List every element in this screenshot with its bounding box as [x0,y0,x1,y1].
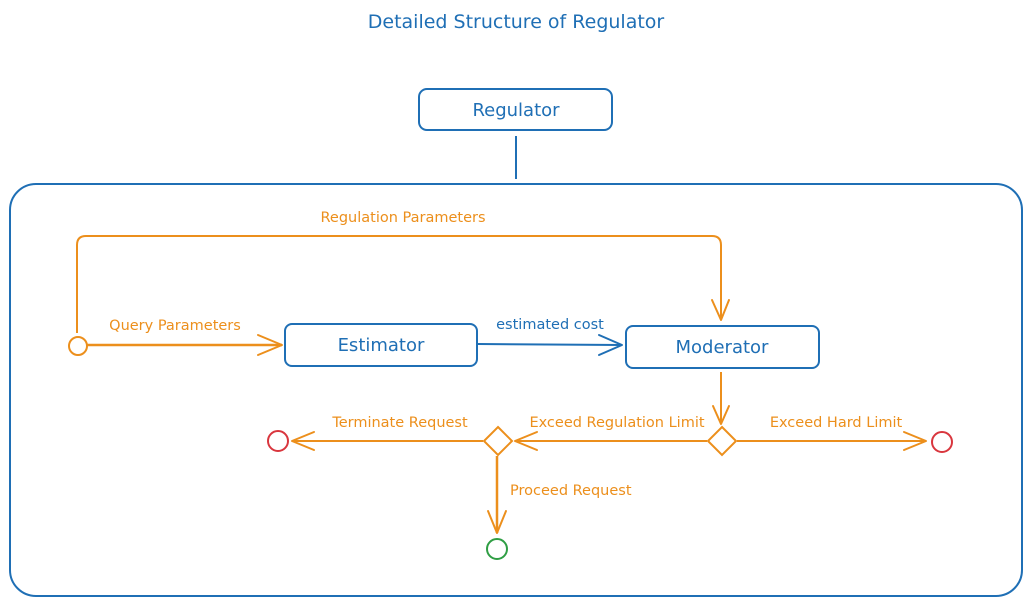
terminate-end-node [267,430,289,452]
regulation-parameters-label: Regulation Parameters [320,210,485,226]
moderator-label: Moderator [676,337,770,358]
regulator-label: Regulator [472,100,560,121]
start-node [68,336,88,356]
terminate-request-label: Terminate Request [331,415,468,431]
exceed-regulation-limit-arrowhead [514,431,538,451]
estimated-cost-edge [477,343,623,346]
request-decision-node [482,425,514,457]
diagram-title: Detailed Structure of Regulator [368,11,665,33]
regulation-parameters-arrowhead [711,299,730,321]
moderator-box[interactable] [625,325,820,369]
estimator-label: Estimator [338,335,425,356]
proceed-request-label: Proceed Request [510,483,632,499]
hard-limit-end-node [931,431,953,453]
query-parameters-label: Query Parameters [109,318,241,334]
regulator-container [9,183,1023,597]
estimated-cost-label: estimated cost [496,317,604,333]
limit-decision-node [706,425,738,457]
regulation-parameters-edge [76,235,722,333]
proceed-request-arrowhead [487,510,507,534]
moderator-decision-arrowhead [712,405,730,425]
exceed-hard-limit-label: Exceed Hard Limit [770,415,903,431]
regulator-box[interactable] [418,88,613,131]
terminate-request-arrowhead [291,431,315,451]
estimator-box[interactable] [284,323,478,367]
query-parameters-arrowhead [257,334,283,356]
proceed-end-node [486,538,508,560]
exceed-hard-limit-arrowhead [903,431,927,451]
exceed-regulation-limit-label: Exceed Regulation Limit [529,415,704,431]
estimated-cost-arrowhead [598,334,623,356]
